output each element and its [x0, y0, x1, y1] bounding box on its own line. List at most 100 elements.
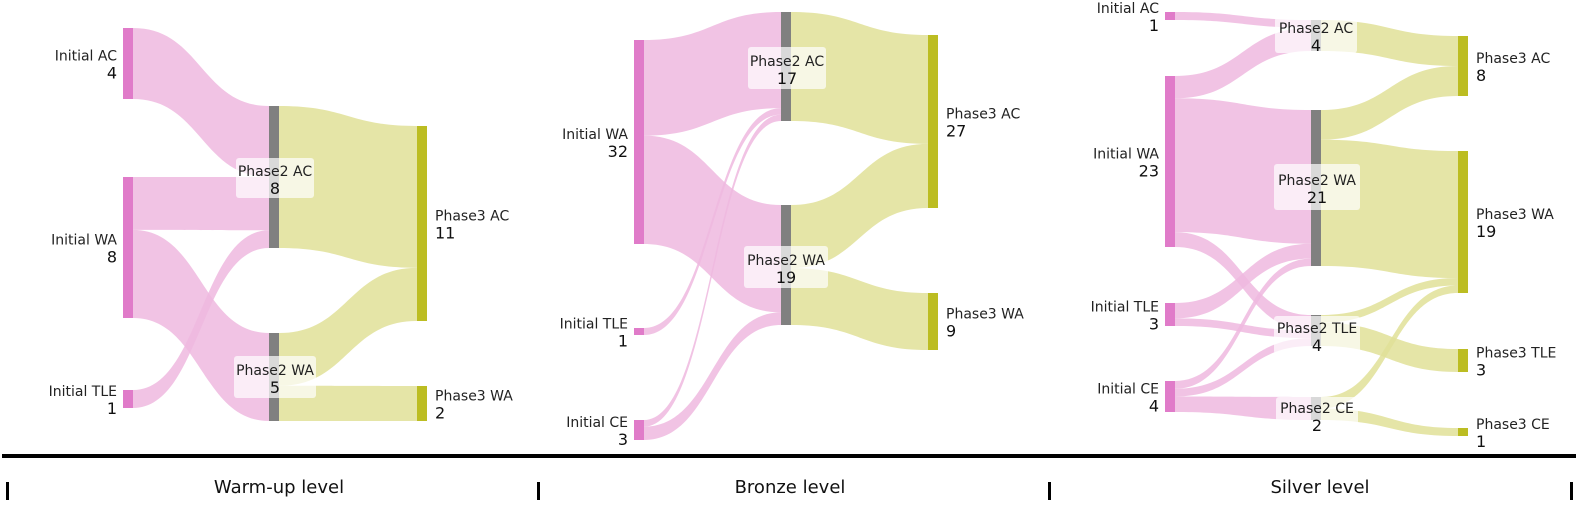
flow-link-p2_wa-to-p3_wa [791, 268, 928, 350]
node-value: 1 [107, 399, 117, 418]
level-title-bronze: Bronze level [735, 477, 846, 498]
node-value: 1 [1149, 16, 1159, 35]
node-label: Initial TLE [49, 384, 117, 400]
node-bar-i_ce [1165, 381, 1175, 412]
node-value: 19 [1476, 222, 1496, 241]
flow-link-i_tle-to-p2_ac [133, 230, 269, 408]
node-bar-i_tle [634, 328, 644, 335]
node-label: Initial TLE [1091, 300, 1159, 316]
node-label: Initial AC [55, 49, 118, 65]
flow-link-p2_wa-to-p3_ac [1321, 66, 1458, 140]
node-value: 4 [107, 64, 117, 83]
node-label-box [1275, 17, 1357, 53]
level-tick [1048, 482, 1051, 500]
node-value: 2 [1312, 416, 1322, 435]
node-label-box [236, 158, 314, 198]
node-label-box [744, 246, 828, 288]
node-bar-p3_wa [1458, 151, 1468, 293]
node-label: Phase3 CE [1476, 417, 1550, 433]
flow-link-i_ce-to-p2_wa [644, 312, 781, 440]
level-tick [537, 482, 540, 500]
node-bar-i_ac [123, 28, 133, 99]
node-label: Phase3 WA [435, 389, 513, 405]
level-title-warmup: Warm-up level [214, 477, 344, 498]
node-value: 4 [1149, 397, 1159, 416]
node-bar-i_wa [634, 40, 644, 244]
node-label: Phase3 AC [435, 209, 509, 225]
flow-link-i_ce-to-p2_ac [644, 114, 781, 427]
node-label: Phase2 AC [750, 54, 824, 70]
node-label: Phase3 AC [946, 107, 1020, 123]
node-value: 27 [946, 122, 966, 141]
node-value: 8 [1476, 66, 1486, 85]
node-label-box [1276, 397, 1358, 433]
node-bar-i_wa [1165, 76, 1175, 247]
node-bar-p3_ce [1458, 428, 1468, 436]
node-value: 2 [435, 404, 445, 423]
node-value: 1 [1476, 432, 1486, 451]
node-label: Phase2 TLE [1277, 321, 1357, 337]
node-value: 3 [618, 430, 628, 449]
node-bar-i_wa [123, 177, 133, 318]
node-bar-i_tle [123, 390, 133, 408]
flow-link-p2_ac-to-p3_ac [279, 106, 417, 268]
node-value: 3 [1476, 361, 1486, 380]
node-value: 5 [270, 378, 280, 397]
node-label: Initial CE [566, 415, 628, 431]
node-label: Phase2 AC [1279, 21, 1353, 37]
node-label: Initial WA [51, 233, 117, 249]
node-bar-p3_ac [1458, 36, 1468, 96]
node-label: Phase3 TLE [1476, 346, 1556, 362]
flow-link-i_tle-to-p2_ac [644, 108, 781, 335]
node-label: Initial WA [562, 127, 628, 143]
node-bar-p3_wa [928, 293, 938, 350]
node-value: 3 [1149, 315, 1159, 334]
node-label: Phase2 AC [238, 164, 312, 180]
node-label-box [748, 47, 826, 89]
node-value: 21 [1307, 188, 1327, 207]
flow-link-p2_wa-to-p3_ac [791, 143, 928, 269]
flow-link-i_tle-to-p2_wa [1175, 243, 1311, 319]
node-value: 9 [946, 322, 956, 341]
node-bar-p3_tle [1458, 349, 1468, 372]
level-tick [6, 482, 9, 500]
node-bar-i_ce [634, 420, 644, 440]
node-bar-i_ac [1165, 12, 1175, 20]
node-value: 17 [777, 69, 797, 88]
node-bar-p3_wa [417, 386, 427, 421]
node-value: 8 [270, 179, 280, 198]
node-label: Phase2 WA [1278, 173, 1356, 189]
node-label: Initial WA [1093, 147, 1159, 163]
flow-link-i_ce-to-p2_tle [1175, 338, 1311, 397]
node-label: Phase2 CE [1280, 401, 1354, 417]
node-bar-p3_ac [928, 35, 938, 208]
node-value: 4 [1311, 36, 1321, 55]
node-label: Phase2 WA [236, 363, 314, 379]
node-label-box [234, 356, 316, 398]
node-value: 19 [776, 268, 796, 287]
node-value: 8 [107, 248, 117, 267]
node-label-box [1274, 164, 1360, 210]
node-label: Initial AC [1097, 1, 1160, 17]
flow-link-i_wa-to-p2_ac [133, 177, 269, 231]
flow-link-p2_ac-to-p3_ac [791, 12, 928, 144]
node-bar-i_tle [1165, 303, 1175, 326]
node-bar-p3_ac [417, 126, 427, 321]
node-label: Initial CE [1097, 382, 1159, 398]
node-label: Phase3 WA [1476, 207, 1554, 223]
node-label: Phase2 WA [747, 253, 825, 269]
flow-link-i_ce-to-p2_wa [1175, 258, 1311, 389]
node-label: Phase3 AC [1476, 51, 1550, 67]
node-value: 11 [435, 224, 455, 243]
flow-link-p2_ce-to-p3_wa [1321, 285, 1458, 409]
level-tick [1570, 482, 1573, 500]
flow-link-i_wa-to-p2_ac [644, 12, 781, 136]
flow-link-p2_tle-to-p3_wa [1321, 278, 1458, 323]
